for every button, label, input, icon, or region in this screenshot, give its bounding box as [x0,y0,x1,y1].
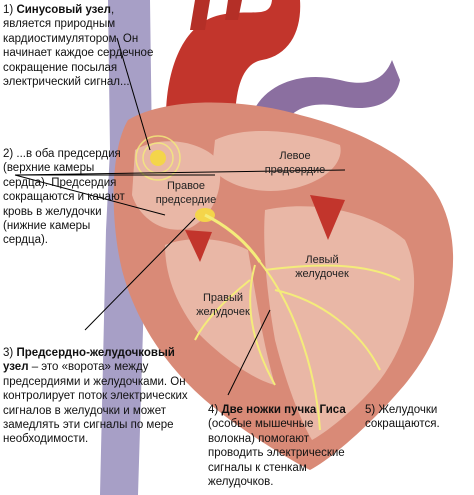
valve-left [310,195,345,240]
leader-line-4 [227,309,271,396]
leader-line-3 [84,217,196,331]
bundle-of-his [204,213,262,263]
label-left-ventricle: Левый желудочек [295,254,349,280]
step-3-text: 3) Предсердно-желудочковый узел – это «в… [3,346,203,447]
leader-line-1 [116,37,151,151]
step-3-body: – это «ворота» между предсердиями и желу… [3,361,188,446]
leader-line-2b [14,174,166,216]
leader-line-2c [14,169,346,176]
step-5-text: 5) Желудочки сокращаются. [365,404,440,431]
step-4-body: (особые мышечные волокна) помогают прово… [208,418,345,489]
step-4-number: 4) [208,404,219,416]
step-4-title: Две ножки пучка Гиса [221,404,346,416]
valve-right [185,230,212,262]
step-4-text: 4) Две ножки пучка Гиса (особые мышечные… [208,403,360,489]
sa-node-ring-3 [135,135,181,181]
right-ventricle-cavity [165,238,275,385]
label-right-atrium: Правое предсердие [155,180,217,206]
aortic-branches [190,0,242,30]
right-bundle-branch [194,264,276,386]
step-2-text: 2) ...в оба предсердия (верхние камеры с… [3,148,125,247]
left-atrium-cavity [212,130,341,191]
step-1-body: , является природным кардиостимулятором.… [3,4,154,89]
sa-node [150,150,166,166]
step-1-number: 1) [3,4,14,16]
step-3-number: 3) [3,347,14,359]
left-ventricle-cavity [264,206,415,440]
step-3-title: Предсердно-желудочковый узел [3,347,175,374]
left-bundle-branch [259,261,401,431]
step-1-title: Синусовый узел [16,4,111,16]
label-left-atrium: Левое предсердие [264,150,326,176]
label-right-ventricle: Правый желудочек [196,292,250,318]
step-1-text: 1) Синусовый узел, является природным ка… [3,3,155,89]
